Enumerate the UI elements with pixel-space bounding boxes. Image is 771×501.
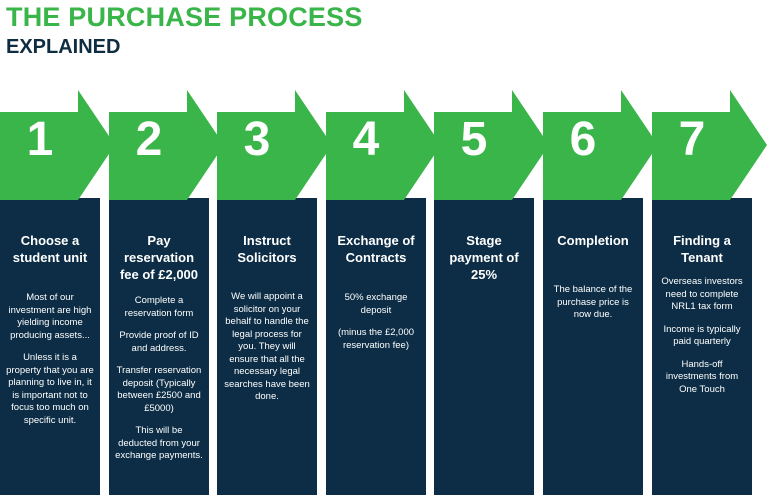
- step-description-paragraph: Provide proof of ID and address.: [119, 330, 199, 354]
- step-number: 7: [678, 113, 706, 166]
- step-description-paragraph: 50% exchange deposit: [344, 292, 408, 316]
- step-description: 50% exchange deposit (minus the £2,000 re…: [332, 292, 420, 362]
- step-description-paragraph: Complete a reservation form: [124, 295, 194, 319]
- step-arrow-icon: [652, 90, 767, 200]
- step-description: Most of our investment are high yielding…: [6, 292, 94, 437]
- step-number: 1: [26, 113, 54, 166]
- step-heading: Stage payment of 25%: [449, 233, 519, 282]
- step-panel: [0, 198, 100, 495]
- step-heading: Completion: [557, 233, 629, 248]
- step-description-paragraph: Transfer reservation deposit (Typically …: [116, 365, 202, 414]
- step-panel: [543, 198, 643, 495]
- step-description-paragraph: Most of our investment are high yielding…: [8, 292, 92, 341]
- step-heading: Pay reservation fee of £2,000: [119, 233, 199, 282]
- step-description-paragraph: Income is typically paid quarterly: [663, 323, 741, 348]
- step-number: 2: [135, 113, 163, 166]
- step-description: The balance of the purchase price is now…: [549, 284, 637, 332]
- page-title: THE PURCHASE PROCESS: [6, 2, 363, 32]
- step-number: 5: [460, 113, 488, 166]
- step-description: We will appoint a solicitor on your beha…: [223, 291, 311, 414]
- step-panel: [652, 198, 752, 495]
- step-arrow-icon: [434, 90, 549, 200]
- step-description-paragraph: We will appoint a solicitor on your beha…: [224, 291, 310, 402]
- step-description-paragraph: The balance of the purchase price is now…: [553, 284, 633, 320]
- step-arrow-icon: [543, 90, 658, 200]
- step-panel: [326, 198, 426, 495]
- step-description-paragraph: (minus the £2,000 reservation fee): [337, 327, 415, 351]
- step-number: 4: [352, 113, 380, 166]
- step-arrow-icon: [109, 90, 224, 200]
- step-heading: Choose a student unit: [12, 233, 88, 265]
- step-panel: [217, 198, 317, 495]
- step-panel: [109, 198, 209, 495]
- step-heading: Instruct Solicitors: [237, 233, 297, 265]
- step-heading: Exchange of Contracts: [337, 233, 415, 265]
- step-number: 3: [243, 113, 271, 166]
- page-subtitle: EXPLAINED: [6, 36, 121, 58]
- step-panel: [434, 198, 534, 495]
- step-arrow-icon: [326, 90, 441, 200]
- step-description-paragraph: Unless it is a property that you are pla…: [6, 352, 94, 426]
- step-description: Overseas investors need to complete NRL1…: [658, 276, 746, 406]
- step-description-paragraph: Hands-off investments from One Touch: [665, 358, 739, 395]
- step-arrow-icon: [0, 90, 115, 200]
- step-heading: Finding a Tenant: [673, 233, 731, 265]
- step-description-paragraph: Overseas investors need to complete NRL1…: [661, 276, 743, 312]
- step-arrow-icon: [217, 90, 332, 200]
- step-description-paragraph: This will be deducted from your exchange…: [115, 425, 203, 461]
- step-number: 6: [569, 113, 597, 166]
